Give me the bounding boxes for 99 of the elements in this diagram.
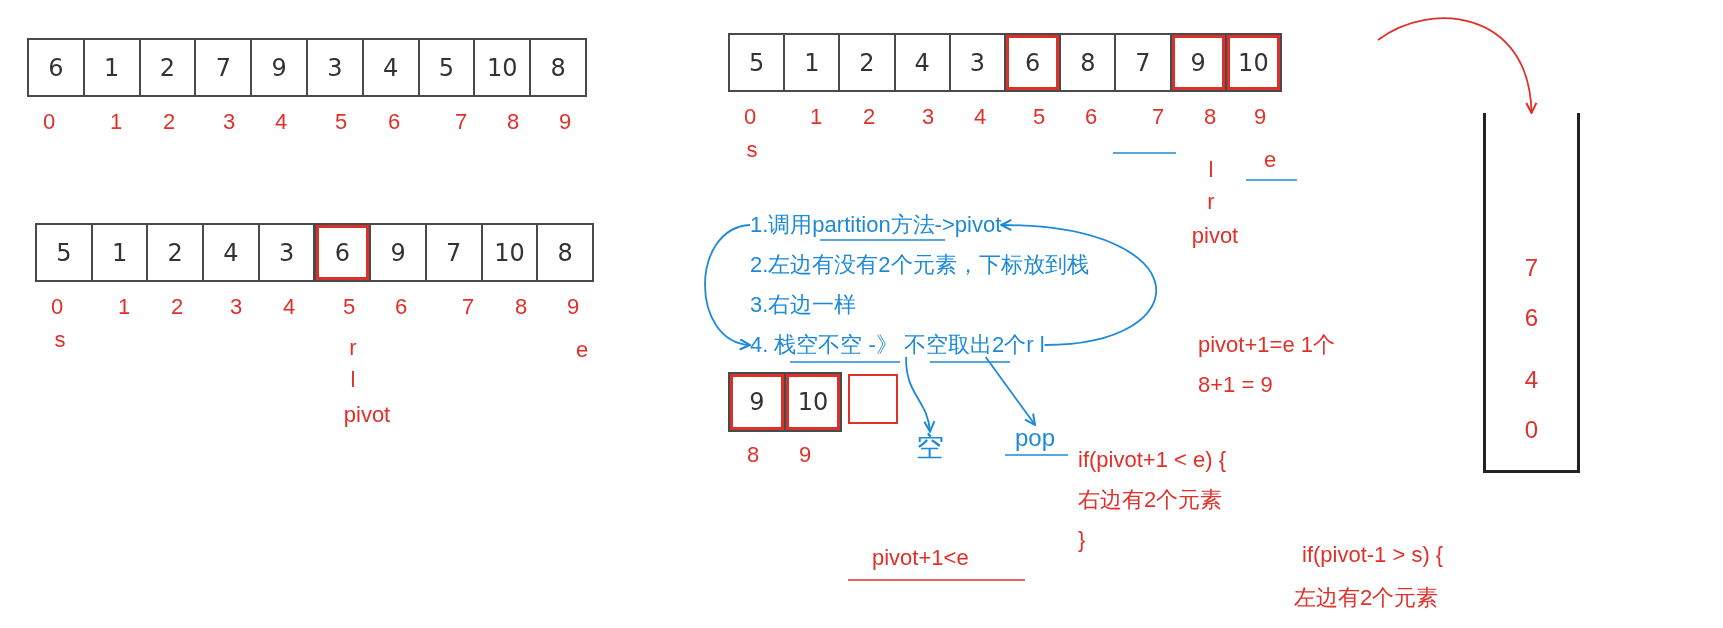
index-number: 6 — [1084, 104, 1098, 130]
index-number: 1 — [117, 294, 131, 320]
array-cell: 10 — [473, 38, 532, 97]
index-number: 5 — [334, 109, 348, 135]
stack-drawing — [1483, 113, 1580, 473]
array-cell: 5 — [417, 38, 476, 97]
index-number: 2 — [162, 109, 176, 135]
array-cell: 4 — [893, 33, 951, 92]
array-cell: 10 — [784, 372, 842, 432]
pointer-label: r — [1207, 189, 1215, 215]
code-line: } — [1078, 527, 1086, 553]
note-text: 空 — [916, 431, 944, 463]
code-line: 8+1 = 9 — [1198, 372, 1273, 398]
step-text: 2.左边有没有2个元素，下标放到栈 — [750, 252, 1089, 278]
index-number: 9 — [558, 109, 572, 135]
index-number: 3 — [229, 294, 243, 320]
index-number: 8 — [746, 442, 760, 468]
array-cell: 9 — [728, 372, 786, 432]
index-number: 9 — [566, 294, 580, 320]
index-number: 0 — [743, 104, 757, 130]
index-number: 3 — [921, 104, 935, 130]
pointer-label: e — [575, 337, 589, 363]
index-number: 9 — [1253, 104, 1267, 130]
index-number: 3 — [222, 109, 236, 135]
index-number: 7 — [454, 109, 468, 135]
array-cell: 6 — [27, 38, 85, 97]
stack-entry: 0 — [1524, 416, 1539, 444]
pointer-label: r — [349, 335, 357, 361]
index-number: 5 — [1032, 104, 1046, 130]
array-cell: 5 — [728, 33, 786, 92]
array-cell: 1 — [82, 38, 141, 97]
pointer-label: pivot — [1191, 223, 1239, 249]
step-text: 1.调用partition方法->pivot — [750, 212, 1002, 238]
index-number: 8 — [514, 294, 528, 320]
code-line: 右边有2个元素 — [1078, 487, 1223, 513]
array-cell: 7 — [1114, 33, 1172, 92]
array-cell: 5 — [35, 223, 93, 282]
array-cell: 3 — [948, 33, 1006, 92]
pointer-label: l — [350, 367, 356, 393]
arrow — [984, 356, 1036, 426]
pointer-label: l — [1208, 157, 1214, 183]
code-line: pivot+1<e — [872, 545, 969, 571]
array-cell: 8 — [529, 38, 587, 97]
index-number: 4 — [973, 104, 987, 130]
index-number: 9 — [798, 442, 812, 468]
array-cell: 7 — [424, 223, 483, 282]
index-number: 4 — [274, 109, 288, 135]
stack-entry: 6 — [1524, 304, 1539, 332]
array-cell: 2 — [146, 223, 205, 282]
index-number: 7 — [461, 294, 475, 320]
code-line: 左边有2个元素 — [1294, 585, 1439, 611]
arrow — [1000, 219, 1157, 346]
index-number: 5 — [342, 294, 356, 320]
array-cell: 4 — [202, 223, 260, 282]
pointer-label: s — [54, 327, 66, 353]
empty-cell — [848, 374, 898, 424]
array-cell: 2 — [138, 38, 197, 97]
code-line: if(pivot-1 > s) { — [1302, 542, 1444, 568]
index-number: 0 — [42, 109, 56, 135]
index-number: 2 — [862, 104, 876, 130]
index-number: 0 — [50, 294, 64, 320]
step-text: 3.右边一样 — [750, 292, 857, 318]
array-cell: 2 — [838, 33, 896, 92]
code-line: if(pivot+1 < e) { — [1078, 447, 1226, 473]
array-cell: 9 — [250, 38, 308, 97]
index-number: 1 — [809, 104, 823, 130]
array-cell: 9 — [1169, 33, 1227, 92]
arrow — [704, 224, 751, 349]
array-cell: 10 — [1224, 33, 1282, 92]
array-cell: 1 — [90, 223, 149, 282]
arrow — [1377, 17, 1537, 114]
stack-entry: 4 — [1524, 366, 1539, 394]
array-cell: 3 — [257, 223, 316, 282]
array-cell: 7 — [194, 38, 253, 97]
arrow — [905, 356, 935, 433]
index-number: 7 — [1151, 104, 1165, 130]
index-number: 8 — [506, 109, 520, 135]
array-cell: 9 — [369, 223, 427, 282]
array-cell: 3 — [306, 38, 364, 97]
array-cell: 1 — [783, 33, 841, 92]
index-number: 6 — [387, 109, 401, 135]
index-number: 6 — [394, 294, 408, 320]
index-number: 4 — [282, 294, 296, 320]
array-cell: 8 — [536, 223, 594, 282]
index-number: 8 — [1203, 104, 1217, 130]
pointer-label: e — [1263, 147, 1277, 173]
pointer-label: s — [746, 137, 758, 163]
array-cell: 10 — [480, 223, 539, 282]
stack-entry: 7 — [1524, 254, 1539, 282]
index-number: 2 — [170, 294, 184, 320]
pointer-label: pivot+1=e 1个 — [1198, 332, 1335, 358]
array-cell: 8 — [1059, 33, 1117, 92]
array-cell: 6 — [1004, 33, 1062, 92]
step-text: 4. 栈空不空 -》 不空取出2个r l — [750, 332, 1045, 358]
code-line: pivot — [343, 402, 391, 428]
array-cell: 4 — [361, 38, 420, 97]
operation-label: pop — [1015, 424, 1055, 452]
index-number: 1 — [109, 109, 123, 135]
array-cell: 6 — [313, 223, 372, 282]
